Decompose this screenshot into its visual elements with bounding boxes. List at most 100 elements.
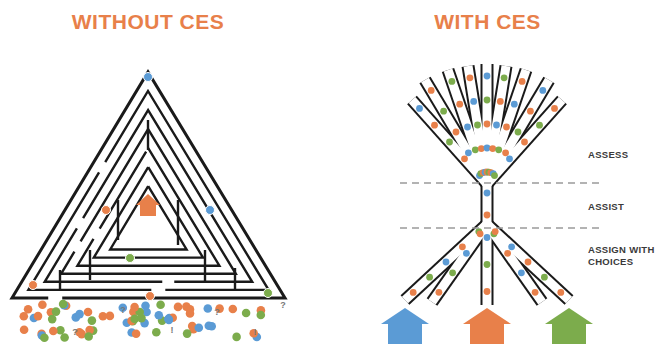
person-dot — [541, 274, 548, 281]
person-dot — [449, 269, 456, 276]
person-dot — [264, 289, 273, 298]
person-dot — [527, 108, 534, 115]
funnel-tree — [405, 64, 569, 305]
person-dot — [205, 322, 214, 331]
person-dot — [52, 307, 61, 316]
maze-wall — [204, 250, 206, 282]
person-dot — [536, 122, 543, 129]
person-dot — [446, 139, 453, 146]
person-dot — [174, 303, 183, 312]
person-dot — [141, 302, 150, 311]
person-dot — [29, 281, 38, 290]
person-dot — [502, 149, 509, 156]
person-dot — [551, 105, 558, 112]
person-dot — [88, 316, 97, 325]
person-dot — [515, 129, 522, 136]
channel-inner — [483, 182, 492, 226]
person-dot — [428, 87, 435, 94]
tree-dots — [410, 73, 564, 296]
stage-label: ASSIST — [588, 201, 660, 213]
person-dot — [132, 329, 141, 338]
person-dot — [456, 101, 463, 108]
question-mark: ? — [212, 307, 222, 317]
maze-wall — [177, 200, 179, 245]
person-dot — [165, 316, 174, 325]
person-dot — [146, 292, 155, 301]
person-dot — [484, 212, 491, 219]
person-dot — [59, 300, 68, 309]
person-dot — [195, 323, 204, 332]
person-dot — [164, 315, 173, 324]
person-dot — [416, 105, 423, 112]
person-dot — [472, 146, 479, 153]
person-dot — [436, 289, 443, 296]
person-dot — [464, 124, 471, 131]
person-dot — [257, 311, 266, 320]
person-dot — [156, 301, 165, 310]
person-dot — [492, 228, 499, 235]
maze-wall — [110, 186, 186, 249]
question-mark: ? — [70, 327, 80, 337]
person-dot — [126, 254, 135, 263]
person-dot — [186, 309, 195, 318]
maze-wall — [28, 91, 268, 290]
person-dot — [511, 101, 518, 108]
stage-dividers — [400, 183, 602, 228]
person-dot — [60, 333, 69, 342]
person-dot — [470, 98, 477, 105]
person-dot — [484, 234, 491, 241]
maze-wall — [147, 120, 149, 150]
maze-wall — [234, 268, 236, 290]
person-dot — [410, 289, 417, 296]
person-dot — [484, 261, 491, 268]
house-icon — [381, 308, 429, 344]
divider-line — [400, 182, 602, 184]
house-icon — [463, 308, 511, 344]
channel-inner — [487, 100, 562, 184]
house-icon — [545, 308, 593, 344]
person-dot — [155, 311, 164, 320]
houses — [381, 308, 593, 344]
person-dot — [484, 121, 491, 128]
person-dot — [525, 259, 532, 266]
maze-wall — [89, 250, 91, 280]
maze-dots — [29, 73, 273, 301]
person-dot — [501, 74, 508, 81]
person-dot — [532, 289, 539, 296]
stage-label: ASSESS — [588, 149, 660, 161]
person-dot — [229, 305, 238, 314]
person-dot — [24, 305, 33, 314]
stage-label: ASSIGN WITH CHOICES — [588, 244, 660, 268]
maze-wall — [77, 148, 219, 266]
person-dot — [40, 333, 49, 342]
maze-wall — [45, 110, 253, 282]
panel-heading: WITHOUT CES — [40, 10, 256, 34]
person-dot — [102, 206, 111, 215]
person-dot — [463, 250, 470, 257]
exclamation-mark: ! — [167, 325, 177, 335]
maze-wall — [12, 72, 285, 298]
person-dot — [503, 124, 510, 131]
person-dot — [497, 98, 504, 105]
person-dot — [232, 333, 241, 342]
person-dot — [130, 303, 139, 312]
exclamation-mark: ! — [250, 327, 260, 337]
dot-pile — [20, 300, 266, 342]
person-dot — [489, 145, 496, 152]
person-dot — [461, 155, 468, 162]
maze — [12, 72, 285, 298]
person-dot — [506, 155, 513, 162]
person-dot — [443, 259, 450, 266]
person-dot — [453, 129, 460, 136]
maze-wall — [94, 167, 203, 257]
person-dot — [440, 108, 447, 115]
person-dot — [48, 315, 57, 324]
maze-wall — [59, 270, 61, 290]
person-dot — [557, 289, 564, 296]
person-dot — [493, 122, 500, 129]
person-dot — [34, 312, 43, 321]
person-dot — [20, 325, 29, 334]
person-dot — [137, 314, 146, 323]
